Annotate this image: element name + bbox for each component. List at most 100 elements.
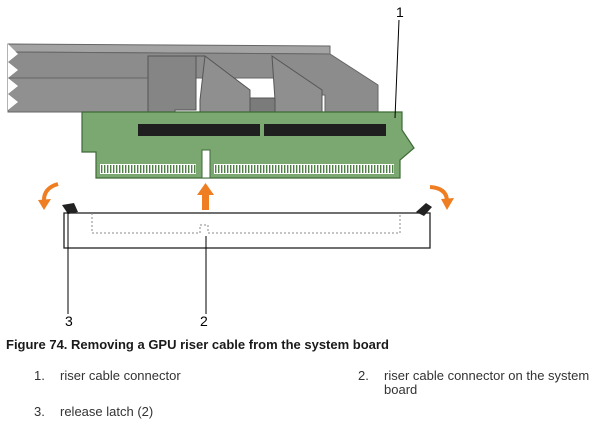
finger-line (221, 165, 223, 173)
finger-line (233, 165, 235, 173)
finger-line (278, 165, 280, 173)
finger-line (116, 165, 118, 173)
finger-line (137, 165, 139, 173)
edge-fingers (100, 164, 394, 174)
finger-line (128, 165, 130, 173)
finger-line (164, 165, 166, 173)
finger-line (272, 165, 274, 173)
finger-line (119, 165, 121, 173)
finger-line (386, 165, 388, 173)
finger-line (347, 165, 349, 173)
finger-line (344, 165, 346, 173)
finger-line (161, 165, 163, 173)
legend-label: release latch (2) (60, 404, 154, 419)
finger-line (176, 165, 178, 173)
finger-line (332, 165, 334, 173)
finger-line (290, 165, 292, 173)
legend-item-riser-cable-connector: 1. riser cable connector (34, 369, 294, 385)
finger-line (305, 165, 307, 173)
callout-1: 1 (396, 4, 404, 20)
finger-line (311, 165, 313, 173)
finger-line (215, 165, 217, 173)
finger-line (152, 165, 154, 173)
finger-strip (100, 164, 196, 174)
finger-line (302, 165, 304, 173)
finger-line (242, 165, 244, 173)
finger-line (254, 165, 256, 173)
finger-line (239, 165, 241, 173)
finger-line (167, 165, 169, 173)
finger-line (245, 165, 247, 173)
callout-2: 2 (200, 313, 208, 329)
release-latch-left (62, 203, 78, 214)
finger-line (107, 165, 109, 173)
legend-number: 1. (34, 368, 45, 383)
finger-line (365, 165, 367, 173)
finger-line (362, 165, 364, 173)
finger-line (230, 165, 232, 173)
finger-line (350, 165, 352, 173)
finger-line (143, 165, 145, 173)
finger-line (329, 165, 331, 173)
finger-line (173, 165, 175, 173)
finger-line (275, 165, 277, 173)
legend-item-system-board-connector: 2. riser cable connector on the system b… (358, 369, 615, 401)
finger-line (110, 165, 112, 173)
finger-line (296, 165, 298, 173)
finger-line (158, 165, 160, 173)
finger-line (194, 165, 196, 173)
finger-line (185, 165, 187, 173)
finger-line (356, 165, 358, 173)
finger-line (353, 165, 355, 173)
legend-label: riser cable connector (60, 368, 181, 383)
finger-line (371, 165, 373, 173)
finger-line (131, 165, 133, 173)
finger-line (377, 165, 379, 173)
finger-line (146, 165, 148, 173)
finger-line (359, 165, 361, 173)
finger-line (383, 165, 385, 173)
release-latch-right (416, 203, 432, 216)
finger-line (125, 165, 127, 173)
finger-line (224, 165, 226, 173)
rotate-right-arrow-icon (429, 185, 454, 210)
riser-cable-connector (138, 124, 386, 136)
figure-caption: Figure 74. Removing a GPU riser cable fr… (6, 337, 389, 352)
rotate-left-arrow-icon (38, 182, 59, 210)
finger-line (269, 165, 271, 173)
finger-line (308, 165, 310, 173)
finger-line (392, 165, 394, 173)
finger-line (236, 165, 238, 173)
finger-line (320, 165, 322, 173)
finger-line (281, 165, 283, 173)
finger-line (113, 165, 115, 173)
finger-line (101, 165, 103, 173)
finger-line (257, 165, 259, 173)
finger-line (287, 165, 289, 173)
finger-line (266, 165, 268, 173)
finger-line (188, 165, 190, 173)
finger-line (191, 165, 193, 173)
finger-line (251, 165, 253, 173)
legend-label: riser cable connector on the system boar… (384, 368, 590, 397)
finger-line (338, 165, 340, 173)
finger-line (368, 165, 370, 173)
finger-line (227, 165, 229, 173)
finger-line (248, 165, 250, 173)
finger-line (170, 165, 172, 173)
finger-line (299, 165, 301, 173)
finger-line (140, 165, 142, 173)
finger-line (134, 165, 136, 173)
finger-line (260, 165, 262, 173)
finger-line (341, 165, 343, 173)
callout-3: 3 (65, 313, 73, 329)
finger-strip (214, 164, 394, 174)
finger-line (155, 165, 157, 173)
finger-line (374, 165, 376, 173)
finger-line (317, 165, 319, 173)
finger-line (149, 165, 151, 173)
legend-number: 2. (358, 368, 369, 383)
legend-number: 3. (34, 404, 45, 419)
riser-cable-diagram: 1 2 3 (7, 4, 454, 329)
legend-item-release-latch: 3. release latch (2) (34, 405, 294, 421)
